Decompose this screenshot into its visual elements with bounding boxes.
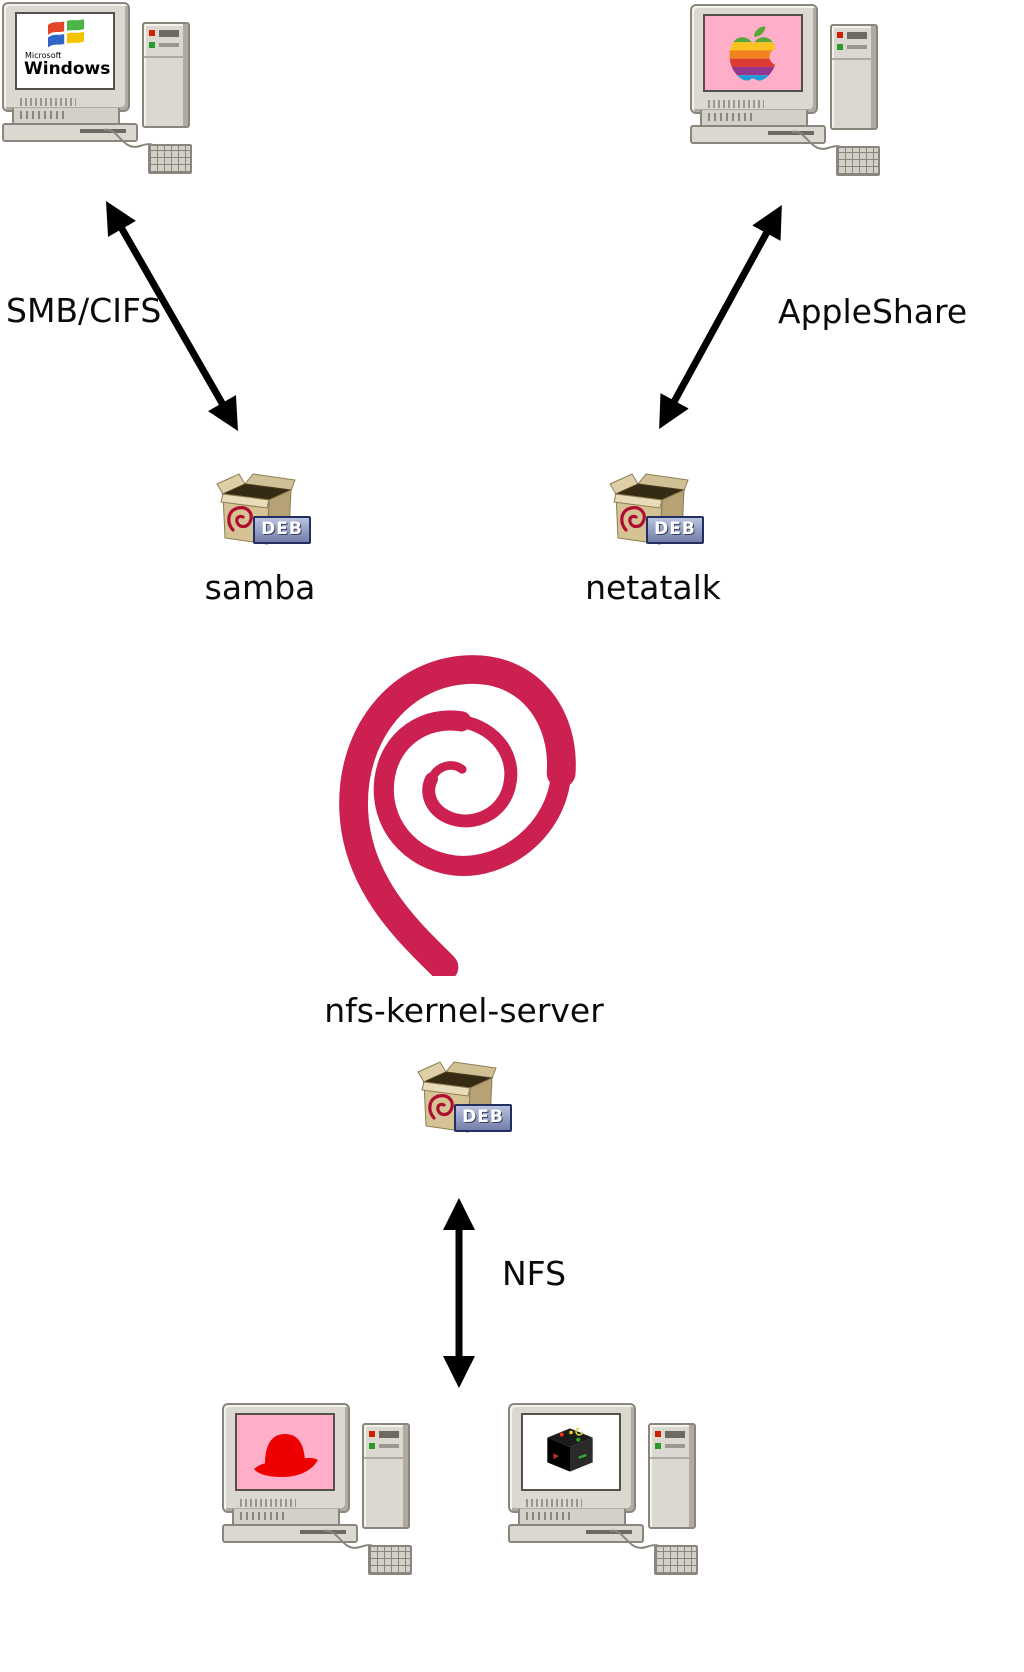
tower-drive-slot-2 <box>847 45 867 49</box>
unix-monitor <box>508 1403 636 1513</box>
tower-led-green <box>655 1443 661 1449</box>
tower-drive-slot <box>159 30 179 37</box>
redhat-monitor <box>222 1403 350 1513</box>
computer-tower <box>142 22 190 128</box>
samba-package: DEB <box>205 460 313 552</box>
windows-screen: Microsoft Windows <box>15 12 115 90</box>
netatalk-label: netatalk <box>585 568 721 607</box>
netatalk-package: DEB <box>598 460 706 552</box>
redhat-computer <box>222 1403 412 1579</box>
keyboard <box>654 1545 698 1575</box>
apple-logo-icon <box>729 26 786 81</box>
tower-drive-slot <box>847 32 867 39</box>
appleshare-label: AppleShare <box>778 292 968 331</box>
tower-led-red <box>369 1431 375 1437</box>
redhat-logo-icon <box>254 1434 318 1477</box>
monitor-base <box>690 125 826 144</box>
keyboard <box>148 144 192 174</box>
computer-tower <box>648 1423 696 1529</box>
monitor-grill <box>240 1499 296 1507</box>
tower-led-red <box>655 1431 661 1437</box>
keyboard <box>836 146 880 176</box>
nfs-kernel-server-package: DEB <box>406 1048 514 1140</box>
monitor-grill <box>708 100 764 108</box>
tower-drive-slot <box>665 1431 685 1438</box>
windows-logo-icon <box>48 19 84 48</box>
tower-led-red <box>149 30 155 36</box>
monitor-grill <box>20 98 76 106</box>
tower-drive-slot-2 <box>159 43 179 47</box>
unix-cube-icon <box>547 1427 593 1472</box>
tower-divider <box>144 56 188 58</box>
samba-label: samba <box>204 568 316 607</box>
monitor-grill <box>526 1499 582 1507</box>
tower-led-green <box>369 1443 375 1449</box>
deb-badge: DEB <box>454 1104 512 1132</box>
windows-monitor: Microsoft Windows <box>2 2 130 112</box>
monitor-base <box>508 1524 644 1543</box>
computer-tower <box>362 1423 410 1529</box>
redhat-screen <box>235 1413 335 1491</box>
tower-drive-slot <box>379 1431 399 1438</box>
tower-drive-slot-2 <box>665 1444 685 1448</box>
mac-screen <box>703 14 803 92</box>
mac-computer <box>690 4 880 180</box>
microsoft-brand-label: Microsoft <box>25 51 62 60</box>
tower-divider <box>650 1457 694 1459</box>
tower-divider <box>364 1457 408 1459</box>
nfs-kernel-server-label: nfs-kernel-server <box>324 991 604 1030</box>
nfs-label: NFS <box>502 1254 567 1293</box>
computer-tower <box>830 24 878 130</box>
tower-led-red <box>837 32 843 38</box>
smb-cifs-label: SMB/CIFS <box>6 291 162 330</box>
tower-drive-slot-2 <box>379 1444 399 1448</box>
deb-badge: DEB <box>646 516 704 544</box>
mac-monitor <box>690 4 818 114</box>
unix-screen <box>521 1413 621 1491</box>
monitor-base <box>2 123 138 142</box>
appleshare-arrow-icon <box>659 204 782 430</box>
tower-led-green <box>149 42 155 48</box>
windows-brand-label: Windows <box>24 59 111 79</box>
tower-divider <box>832 58 876 60</box>
keyboard <box>368 1545 412 1575</box>
windows-computer: Microsoft Windows <box>2 2 192 178</box>
deb-badge: DEB <box>253 516 311 544</box>
monitor-base <box>222 1524 358 1543</box>
unix-computer <box>508 1403 698 1579</box>
debian-swirl-icon <box>339 655 576 976</box>
tower-led-green <box>837 44 843 50</box>
